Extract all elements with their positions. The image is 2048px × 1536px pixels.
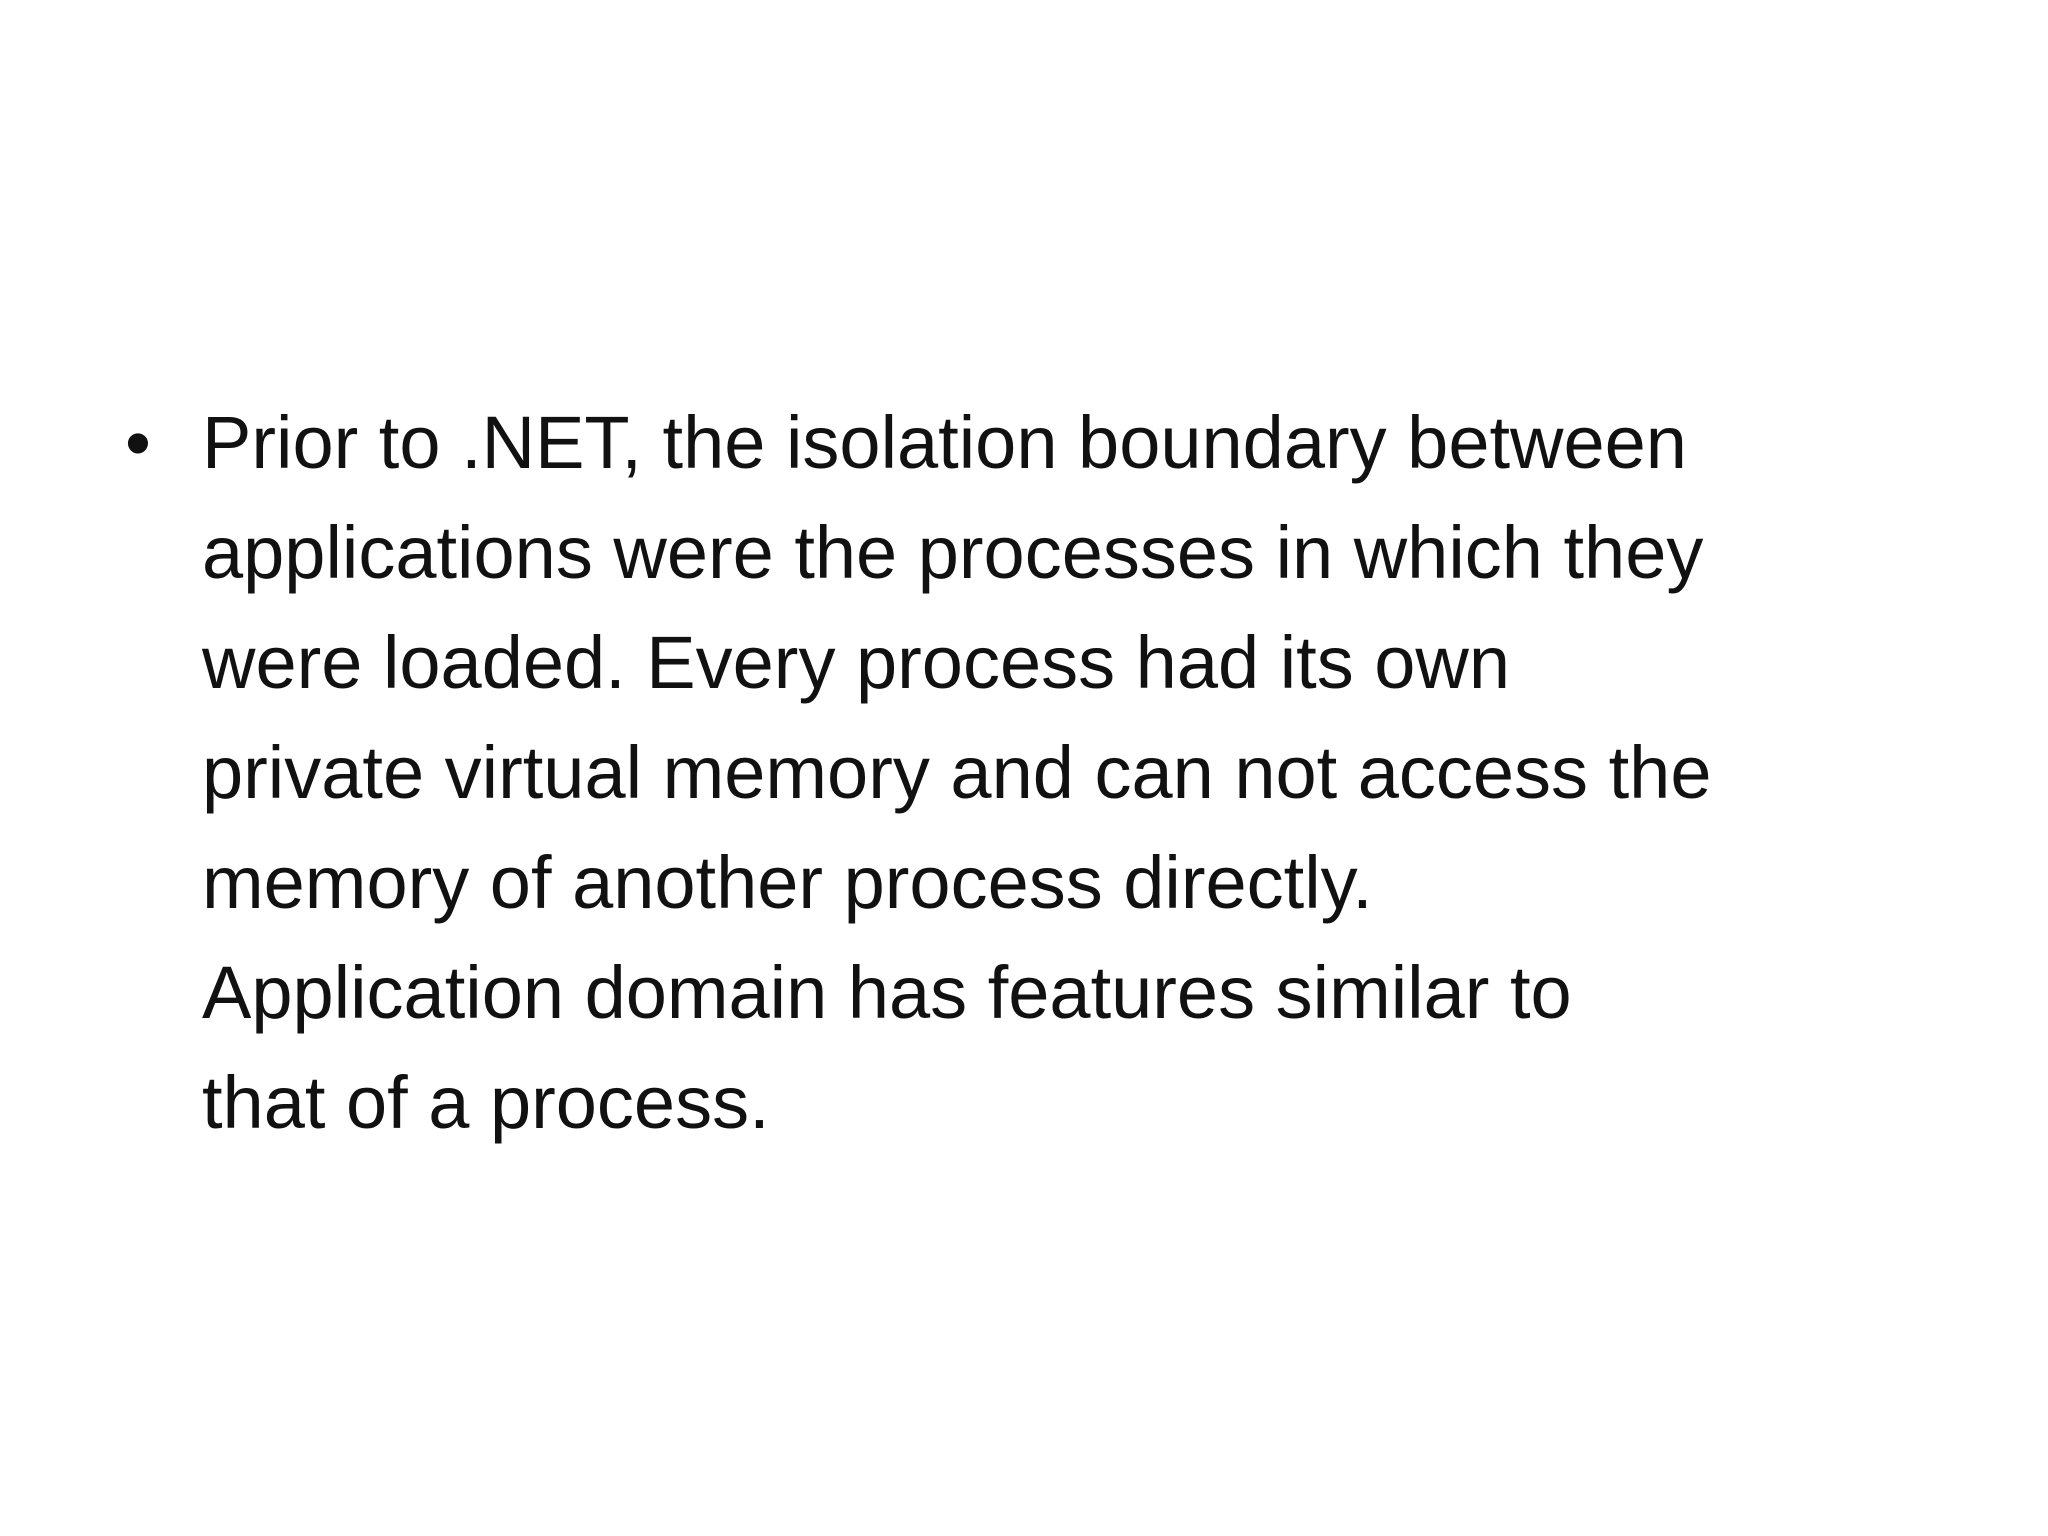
bullet-text: Prior to .NET, the isolation boundary be…	[202, 388, 1980, 1158]
bullet-marker: •	[125, 401, 151, 484]
bullet-line-5: memory of another process directly.	[202, 841, 1373, 924]
bullet-item: • Prior to .NET, the isolation boundary …	[120, 388, 1980, 1158]
bullet-line-7: that of a process.	[202, 1061, 770, 1144]
bullet-line-6: Application domain has features similar …	[202, 951, 1572, 1034]
bullet-line-2: applications were the processes in which…	[202, 511, 1704, 594]
bullet-line-4: private virtual memory and can not acces…	[202, 731, 1712, 814]
bullet-line-3: were loaded. Every process had its own	[202, 621, 1511, 704]
slide-body: • Prior to .NET, the isolation boundary …	[120, 388, 1980, 1158]
bullet-line-1: Prior to .NET, the isolation boundary be…	[202, 401, 1687, 484]
